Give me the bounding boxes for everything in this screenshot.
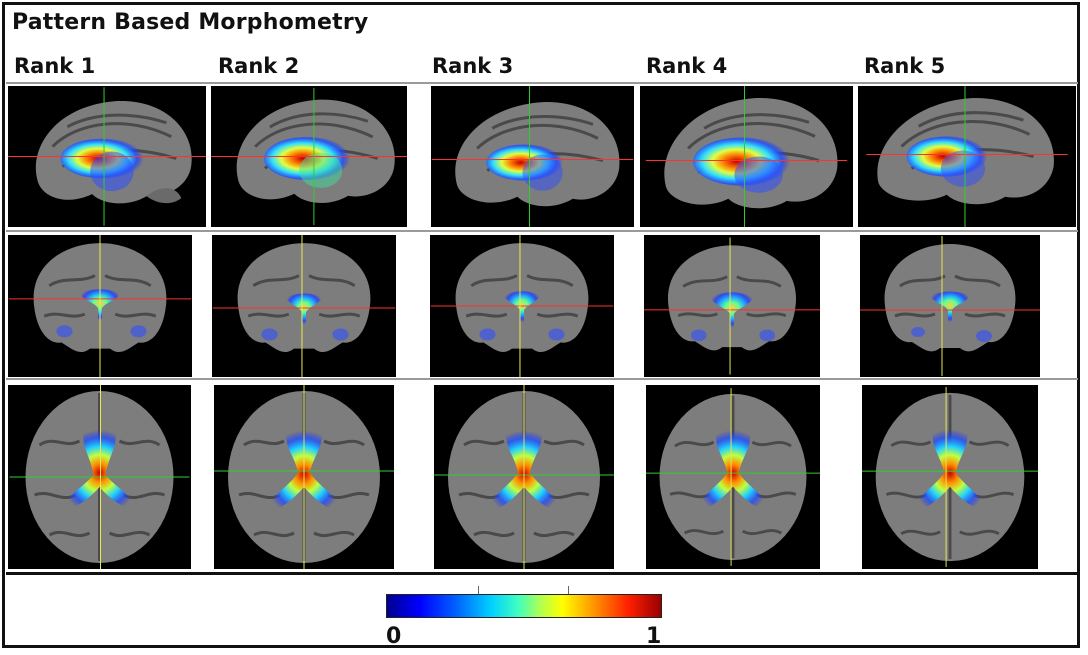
colorbar-tick (568, 586, 569, 594)
rank-label-5: Rank 5 (864, 54, 946, 78)
sagittal-slice-rank-3 (431, 86, 634, 227)
rank-label-1: Rank 1 (14, 54, 96, 78)
figure-frame (2, 2, 1080, 648)
rank-label-3: Rank 3 (432, 54, 514, 78)
row-divider (6, 378, 1078, 380)
axial-slice-rank-2 (214, 385, 394, 569)
sagittal-slice-rank-2 (211, 86, 407, 227)
figure-title: Pattern Based Morphometry (12, 10, 369, 35)
rank-label-4: Rank 4 (646, 54, 728, 78)
row-divider (6, 230, 1078, 232)
colorbar (386, 594, 662, 618)
rank-label-2: Rank 2 (218, 54, 300, 78)
colorbar-min-label: 0 (386, 624, 402, 649)
axial-slice-rank-5 (862, 385, 1038, 569)
coronal-slice-rank-1 (8, 235, 192, 377)
sagittal-slice-rank-5 (858, 86, 1076, 227)
sagittal-slice-rank-1 (8, 86, 206, 227)
sagittal-slice-rank-4 (640, 86, 853, 227)
axial-slice-rank-4 (646, 385, 820, 569)
colorbar-max-label: 1 (646, 624, 662, 649)
axial-slice-rank-3 (434, 385, 614, 569)
coronal-slice-rank-4 (644, 235, 820, 377)
axial-slice-rank-1 (8, 385, 191, 569)
row-divider (6, 82, 1078, 84)
coronal-slice-rank-5 (860, 235, 1040, 377)
colorbar-tick (478, 586, 479, 594)
coronal-slice-rank-2 (212, 235, 396, 377)
colorbar-divider (6, 572, 1078, 575)
coronal-slice-rank-3 (430, 235, 614, 377)
